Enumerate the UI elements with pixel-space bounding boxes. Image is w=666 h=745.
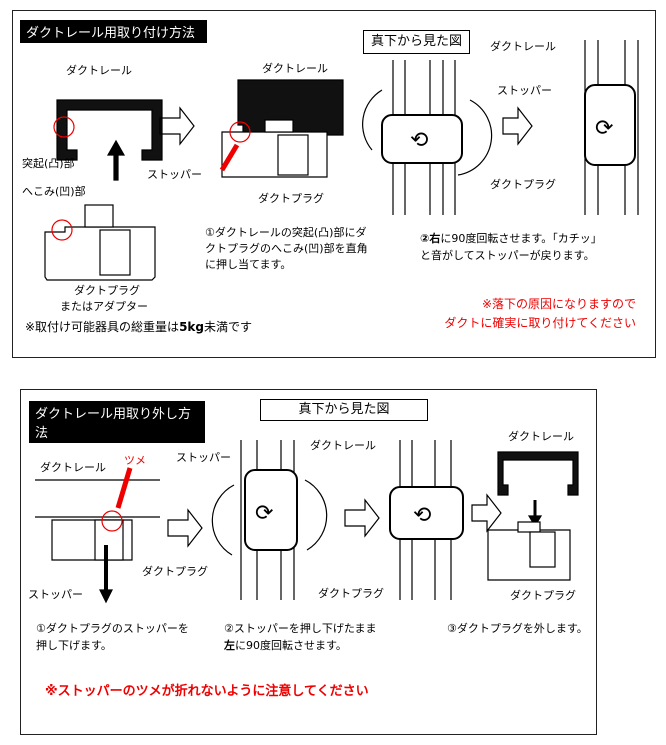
remove-view-label: 真下から見た図 [260,399,428,421]
install-view-label: 真下から見た図 [363,30,470,54]
rail-label-2: ダクトレール [262,62,328,75]
up-arrow-icon [106,139,126,181]
install-title: ダクトレール用取り付け方法 [20,20,207,43]
weight-note: ※取付け可能器具の総重量は5kg未満です [25,320,252,334]
install-step2: ②右に90度回転させます。「カチッ」と音がしてストッパーが戻ります。 [420,232,602,262]
stopper-label: ストッパー [147,168,202,181]
install-step1: ①ダクトレールの突起(凸)部にダクトプラグのへこみ(凹)部を直角に押し当てます。 [205,226,368,271]
stopper-label-2: ストッパー [176,451,231,464]
plug-label: ダクトプラグ [74,284,140,297]
stopper-label-3: ストッパー [497,84,552,97]
recess-label: へこみ(凹)部 [22,185,86,198]
rail-label: ダクトレール [66,64,132,77]
svg-text:⟳: ⟳ [255,501,273,526]
protrusion-label: 突起(凸)部 [22,157,75,170]
plug-label-2: ダクトプラグ [318,587,384,600]
remove-step2: ②ストッパーを押し下げたまま左に90度回転させます。 [224,622,377,652]
plug-label: ダクトプラグ [142,565,208,578]
svg-text:⟲: ⟲ [413,503,431,528]
remove-warning: ※ストッパーのツメが折れないように注意してください [45,684,369,699]
protrusion-circle [53,116,75,138]
plug-label-3: ダクトプラグ [490,178,556,191]
adapter-label: またはアダプター [60,300,148,313]
svg-text:⟳: ⟳ [595,116,613,141]
rail-label-3: ダクトレール [490,40,556,53]
stopper-label: ストッパー [28,588,83,601]
rail-label: ダクトレール [40,461,106,474]
remove-title: ダクトレール用取り外し方法 [29,401,205,443]
duct-rail-drawing [56,99,163,161]
claw-label: ツメ [124,454,146,467]
remove-panel [20,389,597,735]
install-panel [12,10,656,358]
plug-label-2: ダクトプラグ [258,192,324,205]
right-arrow-icon [159,106,195,146]
svg-text:⟲: ⟲ [410,128,428,153]
install-warning: ※落下の原因になりますのでダクトに確実に取り付けてください [444,297,636,330]
remove-step1: ①ダクトプラグのストッパーを押し下げます。 [36,622,189,652]
remove-step3: ③ダクトプラグを外します。 [447,622,588,635]
rail-label-3: ダクトレール [508,430,574,443]
rail-label-2: ダクトレール [310,439,376,452]
plug-label-3: ダクトプラグ [510,589,576,602]
